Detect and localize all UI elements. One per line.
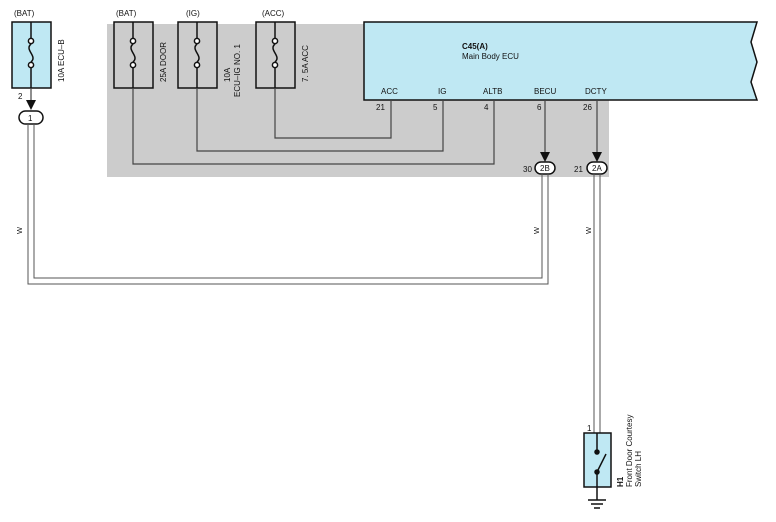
- ecu-pin-becu-label: BECU: [534, 87, 556, 96]
- ecu-name: Main Body ECU: [462, 52, 519, 61]
- junction-2a-connector: [586, 161, 608, 175]
- fuse-ig-amp-label: 10A: [223, 67, 232, 82]
- junction-2b-pin: 30: [523, 165, 532, 174]
- dcty-arrow-icon: [592, 152, 602, 162]
- switch-code: H1: [616, 476, 625, 487]
- ecub-pin-number: 2: [18, 92, 23, 101]
- switch-pin-number: 1: [587, 424, 592, 433]
- wire-color-dcty: W: [584, 226, 593, 234]
- ecu-pin-dcty-label: DCTY: [585, 87, 607, 96]
- power-source-acc: (ACC): [262, 9, 285, 18]
- fuse-acc-icon: [271, 22, 279, 88]
- fuse-ecub-label: 10A ECU–B: [57, 39, 66, 82]
- ecu-pin-becu-number: 6: [537, 103, 542, 112]
- ecu-pin-ig-number: 5: [433, 103, 438, 112]
- w-wire-dcty: [593, 174, 601, 433]
- fuse-ig-name-label: ECU–IG NO. 1: [233, 44, 242, 97]
- ground-icon: [588, 487, 606, 509]
- becu-arrow-icon: [540, 152, 550, 162]
- fuse-ecub-icon: [27, 22, 35, 88]
- junction-2b-label: 2B: [540, 164, 550, 173]
- power-source-ig: (IG): [186, 9, 200, 18]
- ecu-pin-altb-label: ALTB: [483, 87, 502, 96]
- switch-name-line1: Front Door Courtesy: [625, 415, 634, 487]
- ecub-arrow-icon: [26, 100, 36, 110]
- fuse-door-icon: [129, 22, 137, 88]
- switch-contact-icon: [594, 433, 607, 487]
- wire-color-left: W: [15, 226, 24, 234]
- wire-color-becu: W: [532, 226, 541, 234]
- fuse-acc-label: 7. 5A ACC: [301, 45, 310, 82]
- junction-2b-connector: [534, 161, 556, 175]
- junction-2a-label: 2A: [592, 164, 602, 173]
- power-source-ecub: (BAT): [14, 9, 35, 18]
- ecu-pin-acc-label: ACC: [381, 87, 398, 96]
- ecu-pin-acc-number: 21: [376, 103, 385, 112]
- ecu-pin-ig-label: IG: [438, 87, 446, 96]
- fuse-ig-icon: [193, 22, 201, 88]
- main-body-ecu-box: [363, 21, 759, 101]
- junction-1-label: 1: [28, 114, 33, 123]
- w-wire-loop: [27, 124, 549, 285]
- junction-1-connector: [18, 110, 44, 125]
- junction-2a-pin: 21: [574, 165, 583, 174]
- ecu-pin-dcty-number: 26: [583, 103, 592, 112]
- ecu-code: C45(A): [462, 42, 488, 51]
- power-source-door: (BAT): [116, 9, 137, 18]
- becu-dcty-feed-wires: [544, 100, 598, 156]
- fuse-door-label: 25A DOOR: [159, 42, 168, 82]
- ecu-pin-altb-number: 4: [484, 103, 489, 112]
- switch-name-line2: Switch LH: [634, 451, 643, 487]
- internal-wires: [132, 88, 495, 165]
